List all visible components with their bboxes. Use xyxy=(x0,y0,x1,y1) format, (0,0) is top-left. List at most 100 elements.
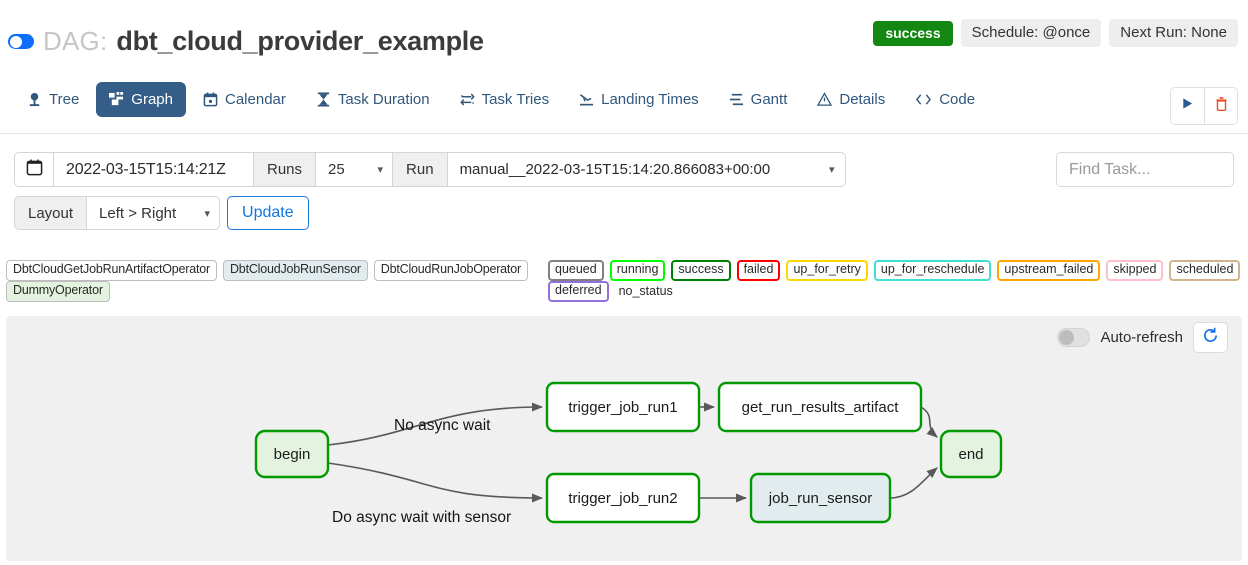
legend-status-chip[interactable]: deferred xyxy=(548,281,609,302)
legend-status-chip[interactable]: skipped xyxy=(1106,260,1164,281)
tab-details[interactable]: Details xyxy=(804,82,898,117)
graph-node-box xyxy=(939,429,1003,479)
legend-status-chip[interactable]: queued xyxy=(548,260,604,281)
graph-node-job_run_sensor[interactable]: job_run_sensor xyxy=(749,472,892,524)
trash-icon xyxy=(1214,96,1229,117)
tab-task-tries[interactable]: Task Tries xyxy=(447,82,563,117)
status-badge: success xyxy=(873,20,953,46)
run-value: manual__2022-03-15T15:14:20.866083+00:00 xyxy=(459,161,771,178)
view-tabs: Tree Graph Calendar Task Duration Task T xyxy=(14,82,988,117)
tab-tree[interactable]: Tree xyxy=(14,82,92,117)
tab-calendar[interactable]: Calendar xyxy=(190,82,299,117)
gantt-icon xyxy=(729,92,744,107)
runs-label: Runs xyxy=(254,152,317,187)
tab-label: Tree xyxy=(49,91,80,108)
base-date-input[interactable]: 2022-03-15T15:14:21Z xyxy=(54,152,254,187)
graph-node-begin[interactable]: begin xyxy=(254,429,330,479)
refresh-button[interactable] xyxy=(1193,322,1228,353)
graph-node-end[interactable]: end xyxy=(939,429,1003,479)
tab-task-duration[interactable]: Task Duration xyxy=(303,82,443,117)
graph-node-trigger_job_run1[interactable]: trigger_job_run1 xyxy=(545,381,701,433)
refresh-icon xyxy=(1202,327,1219,349)
tab-label: Graph xyxy=(131,91,173,108)
trigger-dag-button[interactable] xyxy=(1171,88,1204,124)
graph-node-trigger_job_run2[interactable]: trigger_job_run2 xyxy=(545,472,701,524)
tab-graph[interactable]: Graph xyxy=(96,82,186,117)
graph-edge-label: Do async wait with sensor xyxy=(332,509,511,526)
graph-node-label: begin xyxy=(274,446,311,463)
tab-label: Task Duration xyxy=(337,91,430,108)
chevron-down-icon: ▾ xyxy=(204,207,211,220)
filter-bar: 2022-03-15T15:14:21Z Runs 25 ▾ Run manua… xyxy=(14,152,1234,232)
tab-gantt[interactable]: Gantt xyxy=(716,82,801,117)
legend-status-chip[interactable]: failed xyxy=(736,260,781,281)
warning-triangle-icon xyxy=(817,92,833,107)
graph-edge xyxy=(920,406,938,438)
dag-title: DAG: dbt_cloud_provider_example xyxy=(8,26,484,57)
tab-label: Gantt xyxy=(750,91,788,108)
calendar-picker-button[interactable] xyxy=(14,152,54,187)
graph-edges xyxy=(327,402,938,503)
page-header: DAG: dbt_cloud_provider_example success … xyxy=(0,0,1248,72)
graph-node-label: job_run_sensor xyxy=(768,490,872,507)
graph-node-label: get_run_results_artifact xyxy=(742,399,900,416)
legend-status-chip[interactable]: running xyxy=(609,260,666,281)
update-button[interactable]: Update xyxy=(227,196,309,230)
layout-label: Layout xyxy=(14,196,88,230)
auto-refresh-label: Auto-refresh xyxy=(1100,329,1183,346)
graph-edge-label: No async wait xyxy=(394,417,491,434)
dag-action-buttons xyxy=(1170,87,1238,125)
calendar-icon xyxy=(26,159,43,180)
hourglass-icon xyxy=(316,92,331,107)
graph-node-get_run_results_artifact[interactable]: get_run_results_artifact xyxy=(717,381,923,433)
legend-status-chip[interactable]: upstream_failed xyxy=(997,260,1101,281)
play-icon xyxy=(1181,97,1194,115)
auto-refresh-controls: Auto-refresh xyxy=(1057,322,1228,353)
legend-no-status-label: no_status xyxy=(618,284,673,299)
runs-count-select[interactable]: 25 ▾ xyxy=(316,152,394,187)
toggle-on-icon[interactable] xyxy=(8,34,34,49)
header-badges: success Schedule: @once Next Run: None xyxy=(873,19,1238,47)
calendar-icon xyxy=(203,92,218,107)
run-select[interactable]: manual__2022-03-15T15:14:20.866083+00:00… xyxy=(447,152,846,187)
tab-landing-times[interactable]: Landing Times xyxy=(566,82,712,117)
graph-edge-labels: No async wait Do async wait with sensor xyxy=(332,417,511,526)
run-label: Run xyxy=(393,152,448,187)
legend-operator-chip[interactable]: DbtCloudRunJobOperator xyxy=(373,260,528,281)
legend-status-chip[interactable]: up_for_retry xyxy=(786,260,868,281)
graph-node-label: end xyxy=(958,446,983,463)
chevron-down-icon: ▾ xyxy=(377,164,384,176)
legend-status-chip[interactable]: success xyxy=(671,260,731,281)
legend-status-chip[interactable]: scheduled xyxy=(1169,260,1241,281)
tree-icon xyxy=(27,92,42,107)
next-run-badge: Next Run: None xyxy=(1109,19,1238,47)
tab-label: Task Tries xyxy=(481,91,550,108)
retry-icon xyxy=(459,92,475,107)
graph-node-box xyxy=(717,381,923,433)
legend-operator-chip[interactable]: DummyOperator xyxy=(6,281,110,302)
layout-value: Left > Right xyxy=(99,204,177,222)
layout-select[interactable]: Left > Right ▾ xyxy=(87,196,221,230)
dag-prefix-label: DAG: xyxy=(43,26,108,56)
graph-icon xyxy=(109,92,124,107)
auto-refresh-toggle[interactable] xyxy=(1057,328,1091,347)
schedule-badge[interactable]: Schedule: @once xyxy=(960,19,1102,47)
tab-label: Details xyxy=(839,91,886,108)
view-tabbar: Tree Graph Calendar Task Duration Task T xyxy=(0,82,1248,134)
tab-label: Code xyxy=(939,91,976,108)
legend-status-chip[interactable]: up_for_reschedule xyxy=(873,260,992,281)
graph-node-label: trigger_job_run2 xyxy=(568,490,677,507)
dag-graph: begin trigger_job_run1 get_run_results_art… xyxy=(254,381,1003,526)
delete-dag-button[interactable] xyxy=(1204,88,1237,124)
runs-count-value: 25 xyxy=(328,161,345,178)
legend-operator-chip[interactable]: DbtCloudJobRunSensor xyxy=(222,260,368,281)
filter-row-secondary: Layout Left > Right ▾ Update xyxy=(14,196,1234,230)
graph-edge xyxy=(889,467,938,499)
dag-name: dbt_cloud_provider_example xyxy=(116,26,484,56)
tab-code[interactable]: Code xyxy=(902,82,988,117)
landing-icon xyxy=(579,92,594,107)
find-task-input[interactable]: Find Task... xyxy=(1056,152,1234,187)
legend-operator-chip[interactable]: DbtCloudGetJobRunArtifactOperator xyxy=(6,260,217,281)
